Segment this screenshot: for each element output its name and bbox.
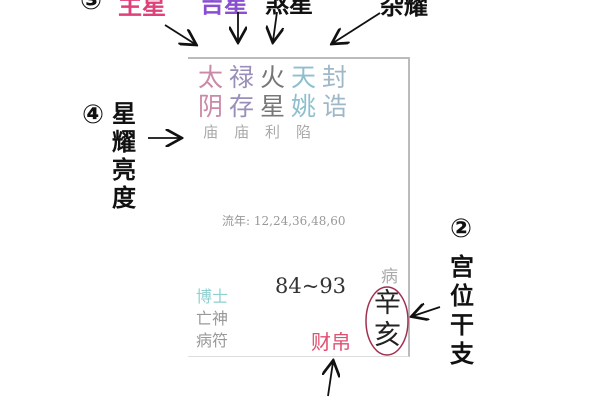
heavenly-stem: 辛 <box>374 288 401 319</box>
star-char: 太 <box>197 63 223 92</box>
star-char: 阴 <box>197 92 223 121</box>
label-main-star: 主星 <box>118 0 166 20</box>
label-number-4: ④ <box>82 100 105 130</box>
earthly-branch: 亥 <box>374 320 401 351</box>
star-column: 天姚陷 <box>288 63 319 142</box>
star-brightness: 利 <box>264 123 280 141</box>
flow-years: 流年: 12,24,36,48,60 <box>222 214 346 228</box>
arrow-main <box>164 24 195 44</box>
star-char: 火 <box>259 63 285 92</box>
star-column: 火星利 <box>257 63 288 142</box>
char: 耀 <box>112 127 136 156</box>
label-number-2: ② <box>450 214 473 244</box>
char: 支 <box>450 339 474 368</box>
palace-box <box>188 57 410 357</box>
arrow-palace <box>328 362 333 397</box>
star-brightness: 庙 <box>233 123 249 141</box>
god-boshi: 博士 <box>196 287 229 306</box>
star-column: 禄存庙 <box>226 63 257 142</box>
stem-branch: 辛 亥 <box>374 288 401 352</box>
label-lucky-star: 吉星 <box>200 0 248 18</box>
label-brightness: 星 耀 亮 度 <box>112 100 136 212</box>
god-wangshen: 亡神 <box>196 309 229 328</box>
god-bingfu: 病符 <box>196 331 229 350</box>
gods-list: 博士 亡神 病符 <box>196 286 228 352</box>
char: 星 <box>112 99 136 128</box>
life-stage: 病 <box>381 267 398 287</box>
arrow-evil <box>273 11 277 41</box>
star-char: 封 <box>321 63 347 92</box>
star-char: 诰 <box>321 92 347 121</box>
star-char: 姚 <box>290 92 316 121</box>
arrow-stem-branch <box>413 307 441 316</box>
star-char: 天 <box>290 63 316 92</box>
char: 度 <box>112 183 136 212</box>
label-misc-star: 杂耀 <box>380 0 428 20</box>
arrow-misc <box>333 12 381 43</box>
char: 干 <box>450 310 474 339</box>
char: 亮 <box>112 155 136 184</box>
star-column: 太阴庙 <box>195 63 226 142</box>
label-number-3: ③ <box>80 0 103 16</box>
star-brightness: 庙 <box>202 123 218 141</box>
star-char: 禄 <box>228 63 254 92</box>
star-char: 星 <box>259 92 285 121</box>
star-char: 存 <box>228 92 254 121</box>
star-column: 封诰 <box>319 63 350 121</box>
stem-branch-ellipse <box>365 286 409 356</box>
palace-name: 财帛 <box>311 330 351 354</box>
age-range: 84~93 <box>275 274 347 298</box>
char: 宫 <box>450 252 474 281</box>
label-stem-branch: 宫 位 干 支 <box>450 252 474 368</box>
char: 位 <box>450 281 474 310</box>
star-brightness: 陷 <box>295 123 311 141</box>
